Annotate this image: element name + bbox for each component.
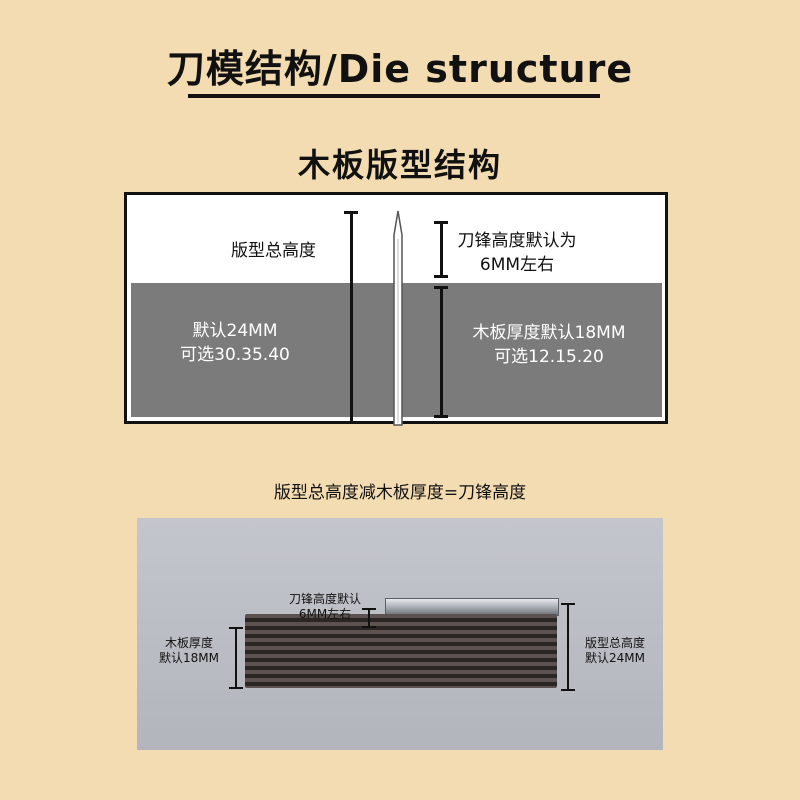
photo-blade-dimension-line: [368, 609, 370, 627]
die-photo: 刀锋高度默认 6MM左右 木板厚度 默认18MM 版型总高度 默认24MM: [137, 518, 663, 750]
board-thickness-dimension-line: [440, 287, 443, 417]
page-title: 刀模结构/Die structure: [166, 47, 634, 91]
photo-total-dimension-line: [567, 604, 569, 690]
structure-diagram: 版型总高度 刀锋高度默认为 6MM左右 默认24MM 可选30.35.40 木板…: [124, 192, 668, 426]
total-height-dimension-line: [350, 212, 353, 424]
blade-height-bottom-cap: [434, 275, 448, 278]
photo-blade-bottom-cap: [362, 626, 376, 628]
photo-board-label-line2: 默认18MM: [159, 651, 219, 665]
photo-total-bottom-cap: [561, 689, 575, 691]
photo-board-bottom-cap: [229, 687, 243, 689]
photo-total-top-cap: [561, 603, 575, 605]
board-thickness-label-line1: 木板厚度默认18MM: [472, 323, 626, 343]
photo-board-dimension-line: [235, 628, 237, 688]
board-thickness-top-cap: [434, 286, 448, 289]
photo-blade-top-cap: [362, 608, 376, 610]
photo-board-label: 木板厚度 默认18MM: [147, 636, 231, 666]
plank-photo: [245, 614, 557, 688]
photo-total-label-line2: 默认24MM: [585, 651, 645, 665]
blade-height-label-line1: 刀锋高度默认为: [457, 231, 577, 251]
photo-total-label-line1: 版型总高度: [584, 636, 645, 650]
board-thickness-label-line2: 可选12.15.20: [494, 347, 604, 367]
board-thickness-label: 木板厚度默认18MM 可选12.15.20: [449, 321, 649, 369]
photo-board-top-cap: [229, 627, 243, 629]
blade-illustration: [393, 210, 403, 426]
board-thickness-bottom-cap: [434, 415, 448, 418]
blade-height-dimension-line: [440, 222, 443, 277]
photo-blade-label: 刀锋高度默认 6MM左右: [275, 592, 375, 622]
blade-height-top-cap: [434, 221, 448, 224]
total-default-label-line1: 默认24MM: [192, 321, 278, 341]
photo-blade-label-line2: 6MM左右: [298, 607, 352, 621]
height-formula: 版型总高度减木板厚度=刀锋高度: [273, 483, 527, 503]
photo-board-label-line1: 木板厚度: [164, 636, 213, 650]
total-default-label-line2: 可选30.35.40: [180, 345, 290, 365]
photo-total-label: 版型总高度 默认24MM: [571, 636, 659, 666]
total-height-label: 版型总高度: [231, 241, 316, 261]
total-height-top-cap: [344, 211, 358, 214]
blade-height-label-line2: 6MM左右: [479, 255, 555, 275]
total-default-label: 默认24MM 可选30.35.40: [155, 319, 315, 367]
title-underline: [188, 94, 600, 98]
blade-height-label: 刀锋高度默认为 6MM左右: [427, 229, 607, 277]
section-title: 木板版型结构: [297, 146, 502, 184]
total-height-bottom-cap: [344, 421, 358, 424]
photo-blade-label-line1: 刀锋高度默认: [288, 592, 361, 606]
